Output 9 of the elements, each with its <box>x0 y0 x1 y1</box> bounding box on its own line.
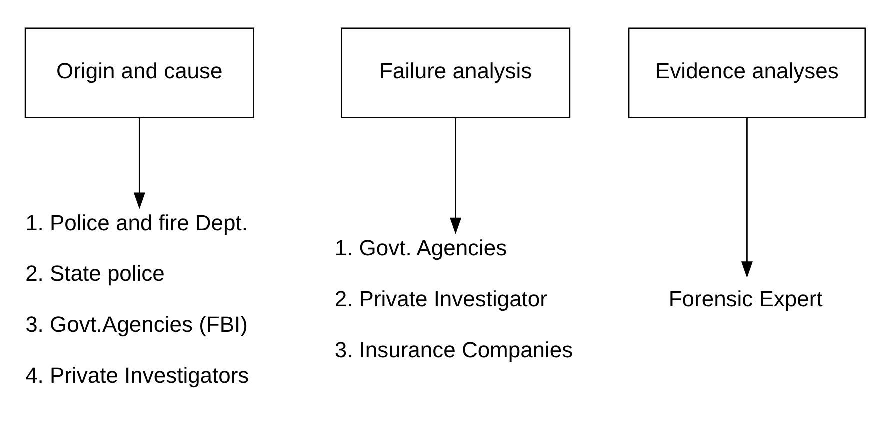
arrow <box>450 118 462 234</box>
node-box: Evidence analyses <box>628 28 866 119</box>
node-box: Origin and cause <box>24 28 254 119</box>
node-text: Forensic Expert <box>668 286 823 312</box>
arrow <box>134 118 146 210</box>
arrow <box>741 118 753 278</box>
node-text: 1. Govt. Agencies 2. Private Investigator 3. Insurance Companies <box>334 236 574 362</box>
node-text: 1. Police and fire Dept. 2. State police 3. Govt.Agencies (FBI) 4. Private Investigators <box>26 210 250 388</box>
node-box: Failure analysis <box>341 28 571 119</box>
